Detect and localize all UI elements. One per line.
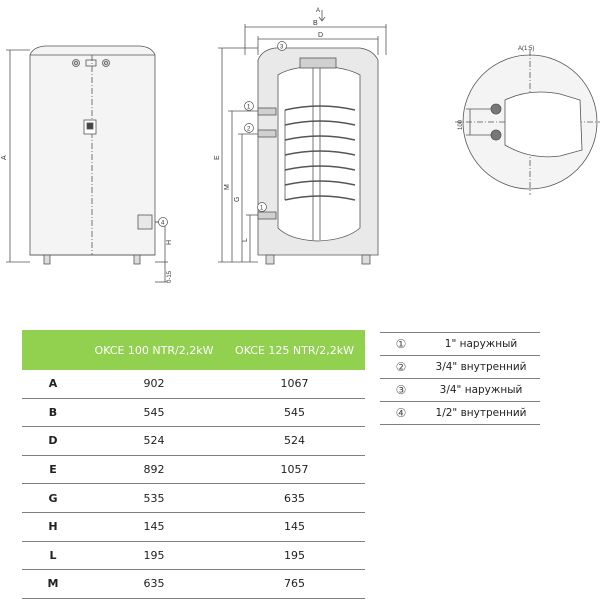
row-value-100: 524 (84, 426, 224, 456)
section-dim-label-m: M (224, 184, 231, 190)
callout-symbol: ① (380, 332, 422, 356)
top-view-title: A(1:5) (518, 46, 534, 52)
svg-text:3: 3 (280, 45, 284, 51)
row-key: M (22, 569, 84, 599)
row-value-100: 195 (84, 541, 224, 571)
row-value-125: 635 (224, 483, 365, 513)
row-value-100: 145 (84, 512, 224, 542)
row-key: L (22, 541, 84, 571)
front-dim-label-h: H (166, 240, 173, 245)
section-dim-label-l: L (242, 238, 249, 242)
section-dim-label-g: G (234, 197, 241, 202)
connection-spec: 3/4" наружный (422, 378, 540, 402)
section-callout-3: 3 (277, 41, 287, 51)
row-value-125: 765 (224, 569, 365, 599)
row-value-100: 545 (84, 398, 224, 428)
svg-text:4: 4 (161, 221, 165, 227)
row-key: G (22, 483, 84, 513)
top-view (455, 50, 600, 195)
row-value-100: 635 (84, 569, 224, 599)
section-dim-label-d: D (318, 32, 323, 39)
front-callout-4: 4 (158, 217, 168, 227)
section-view (218, 10, 387, 265)
row-value-100: 892 (84, 455, 224, 485)
row-key: A (22, 370, 84, 399)
row-value-125: 195 (224, 541, 365, 571)
callout-symbol: ④ (380, 401, 422, 425)
top-view-dim-100: 100 (458, 119, 464, 130)
row-value-100: 535 (84, 483, 224, 513)
header-model-125: OKCE 125 NTR/2,2kW (224, 330, 365, 370)
callout-symbol: ③ (380, 378, 422, 402)
section-callout-1-bottom: 1 (257, 202, 267, 212)
front-dim-label-a: A (1, 155, 8, 160)
row-key: B (22, 398, 84, 428)
front-view (6, 45, 168, 283)
svg-text:2: 2 (247, 127, 251, 133)
section-callout-2: 2 (244, 123, 254, 133)
row-value-100: 902 (84, 370, 224, 399)
table-header-row: OKCE 100 NTR/2,2kW OKCE 125 NTR/2,2kW (22, 330, 365, 370)
section-view-marker: A (316, 8, 320, 14)
svg-text:1: 1 (247, 105, 251, 111)
header-model-100: OKCE 100 NTR/2,2kW (84, 330, 224, 370)
connection-spec: 1" наружный (422, 332, 540, 356)
svg-text:1: 1 (260, 206, 264, 212)
row-key: H (22, 512, 84, 542)
section-dim-label-e: E (214, 155, 221, 160)
section-callout-1-top: 1 (244, 101, 254, 111)
row-key: E (22, 455, 84, 485)
header-key (22, 330, 84, 370)
connection-spec: 3/4" внутренний (422, 355, 540, 379)
row-value-125: 145 (224, 512, 365, 542)
connection-spec: 1/2" внутренний (422, 401, 540, 425)
row-value-125: 545 (224, 398, 365, 428)
row-value-125: 1067 (224, 370, 365, 399)
row-key: D (22, 426, 84, 456)
row-value-125: 1057 (224, 455, 365, 485)
technical-drawings: A H 0-15 4 (1, 8, 600, 283)
front-dim-label-0-15: 0-15 (167, 270, 173, 283)
row-value-125: 524 (224, 426, 365, 456)
callout-symbol: ② (380, 355, 422, 379)
section-dim-label-b: B (313, 20, 318, 27)
